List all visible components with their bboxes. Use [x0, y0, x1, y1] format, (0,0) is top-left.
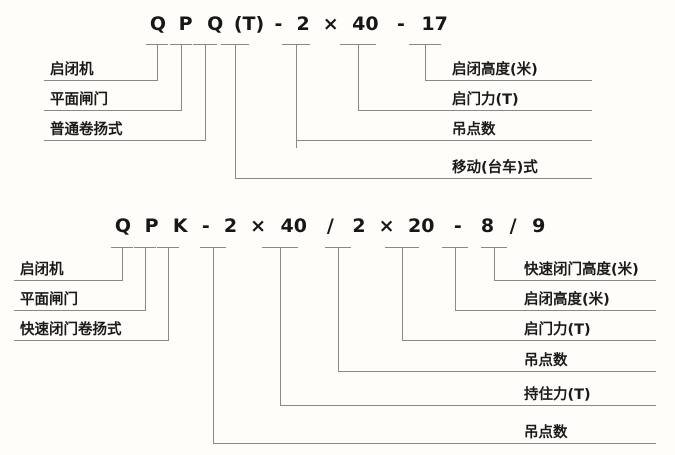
- qpq-stem-1: [181, 44, 182, 110]
- qpq-right-underline-3: [235, 178, 592, 179]
- qpk-stem-8: [338, 247, 339, 371]
- qpq-token-2: Q: [207, 13, 224, 35]
- qpq-stem-9: [425, 44, 426, 80]
- qpk-token-12: 8: [480, 215, 495, 237]
- qpk-token-5: ×: [250, 215, 267, 237]
- qpk-left-label-0: 启闭机: [20, 262, 64, 278]
- qpq-token-6: ×: [322, 13, 339, 35]
- qpq-left-label-1: 平面闸门: [50, 92, 108, 108]
- qpk-right-label-5: 吊点数: [524, 425, 568, 441]
- qpk-token-6: 40: [280, 215, 307, 237]
- qpk-stem-1: [145, 247, 146, 310]
- qpq-right-label-0: 启闭高度(米): [452, 62, 538, 78]
- qpk-right-label-2: 启门力(T): [524, 322, 591, 338]
- qpq-left-underline-0: [44, 80, 158, 81]
- qpk-token-1: P: [144, 215, 159, 237]
- qpk-code-row: Q P K - 2 × 40 / 2 × 20 - 8 / 9: [112, 217, 549, 236]
- qpk-left-label-1: 平面闸门: [20, 292, 78, 308]
- qpk-right-underline-0: [494, 280, 656, 281]
- qpk-stem-6: [280, 247, 281, 405]
- qpq-stem-2: [205, 44, 206, 140]
- qpk-stem-12: [455, 247, 456, 310]
- qpq-token-3: (T): [233, 13, 265, 35]
- qpk-left-underline-0: [14, 280, 123, 281]
- qpq-token-1: P: [178, 13, 193, 35]
- qpk-stem-2: [168, 247, 169, 340]
- qpk-right-underline-4: [280, 405, 656, 406]
- qpk-token-14: 9: [532, 215, 546, 237]
- qpq-token-4: -: [274, 13, 283, 35]
- qpk-right-label-1: 启闭高度(米): [524, 292, 610, 308]
- qpq-token-9: 17: [421, 13, 448, 35]
- qpk-token-0: Q: [114, 215, 132, 237]
- qpq-left-label-0: 启闭机: [50, 62, 94, 78]
- qpq-right-underline-0: [425, 80, 592, 81]
- qpk-left-label-2: 快速闭门卷扬式: [20, 322, 122, 338]
- qpq-stem-7: [358, 44, 359, 110]
- qpq-left-underline-2: [44, 140, 206, 141]
- qpk-token-3: -: [201, 215, 210, 237]
- qpk-left-underline-1: [14, 310, 146, 311]
- qpq-left-label-2: 普通卷扬式: [50, 122, 123, 138]
- qpk-token-11: -: [453, 215, 462, 237]
- qpk-stem-0: [122, 247, 123, 280]
- qpk-right-label-0: 快速闭门高度(米): [524, 262, 639, 278]
- qpk-right-label-3: 吊点数: [524, 353, 568, 369]
- qpq-right-label-1: 启门力(T): [452, 92, 519, 108]
- qpq-stem-3: [235, 44, 236, 178]
- qpq-right-label-3: 移动(台车)式: [452, 160, 538, 176]
- qpk-token-7: /: [326, 215, 334, 237]
- qpq-right-label-2: 吊点数: [452, 122, 496, 138]
- qpk-right-underline-2: [402, 340, 656, 341]
- qpk-right-underline-1: [455, 310, 656, 311]
- qpq-code-row: Q P Q (T) - 2 × 40 - 17: [148, 15, 450, 34]
- qpk-token-9: ×: [378, 215, 395, 237]
- qpq-token-7: 40: [352, 13, 379, 35]
- qpq-stem-0: [157, 44, 158, 80]
- qpk-right-underline-3: [338, 371, 656, 372]
- qpq-right-underline-1: [358, 110, 592, 111]
- qpq-left-underline-1: [44, 110, 182, 111]
- qpq-token-8: -: [397, 13, 405, 35]
- qpq-token-5: 2: [296, 13, 310, 35]
- qpk-token-13: /: [509, 215, 517, 237]
- qpk-stem-4: [213, 247, 214, 443]
- qpk-token-8: 2: [352, 215, 366, 237]
- qpk-stem-10: [402, 247, 403, 340]
- qpk-stem-14: [494, 247, 495, 280]
- qpk-right-underline-5: [213, 443, 656, 444]
- qpq-token-0: Q: [149, 13, 167, 35]
- qpq-stem-5: [296, 44, 297, 148]
- qpk-left-underline-2: [14, 340, 169, 341]
- qpk-token-2: K: [172, 215, 188, 237]
- qpk-right-label-4: 持住力(T): [524, 387, 591, 403]
- qpk-token-10: 20: [408, 215, 435, 237]
- qpq-right-underline-2: [296, 140, 592, 141]
- qpk-token-4: 2: [223, 215, 238, 237]
